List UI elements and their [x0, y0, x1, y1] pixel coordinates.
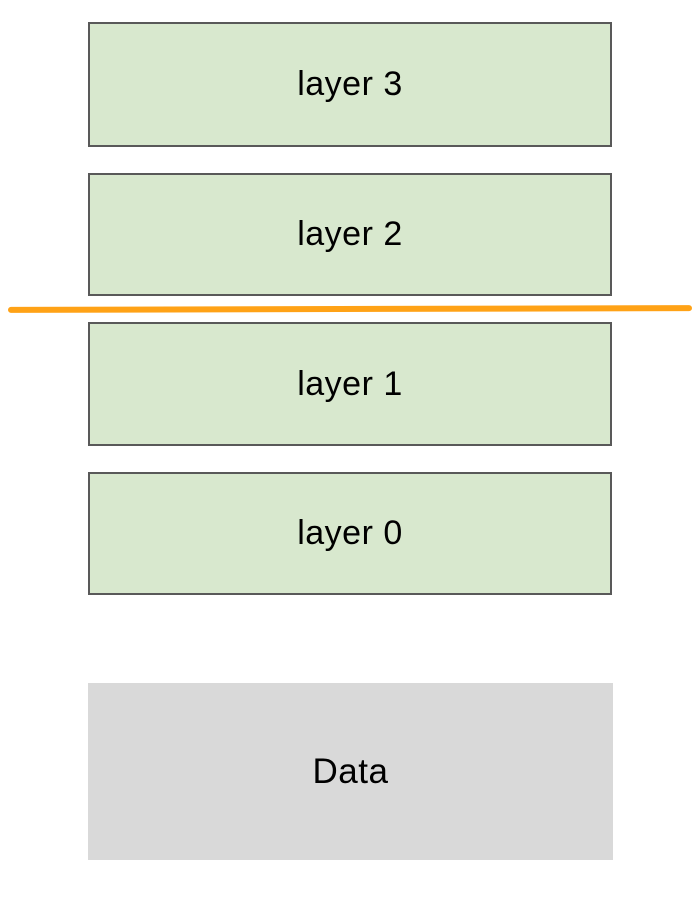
- orange-divider-line: [7, 305, 693, 313]
- layer-1-box: layer 1: [88, 322, 612, 446]
- layer-0-label: layer 0: [297, 514, 403, 552]
- layer-2-label: layer 2: [297, 215, 403, 253]
- layer-2-box: layer 2: [88, 173, 612, 296]
- data-box: Data: [88, 683, 613, 860]
- layer-1-label: layer 1: [297, 364, 403, 403]
- layer-3-box: layer 3: [88, 22, 612, 147]
- layer-0-box: layer 0: [88, 472, 612, 595]
- data-label: Data: [312, 751, 389, 791]
- layer-3-label: layer 3: [297, 65, 403, 103]
